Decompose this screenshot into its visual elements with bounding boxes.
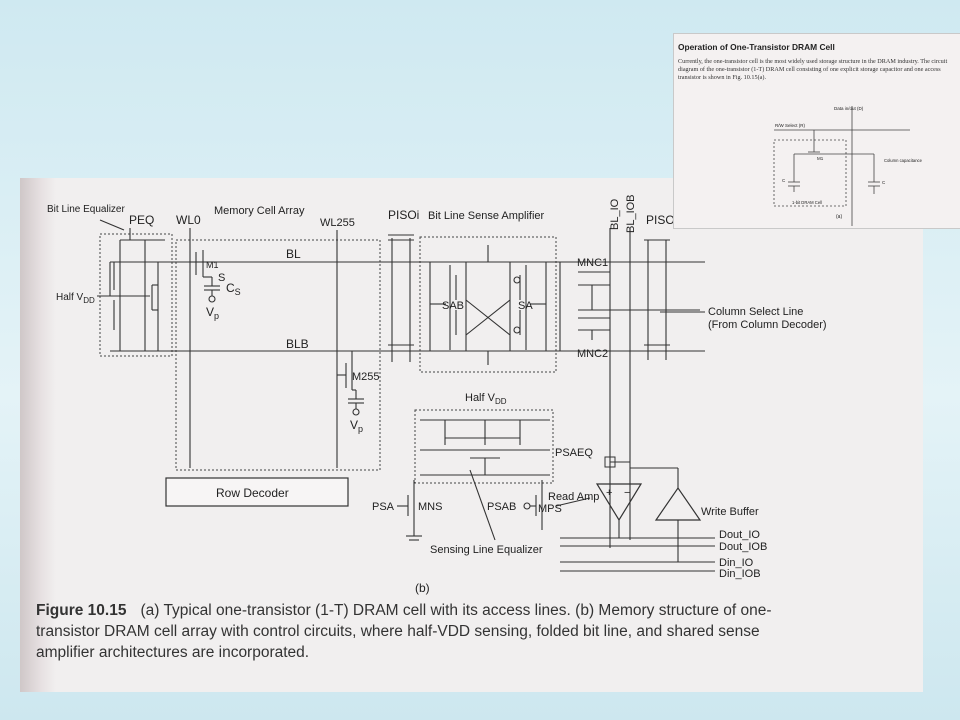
read-amp-minus: − — [624, 487, 630, 499]
mnc1-label: MNC1 — [577, 257, 608, 269]
figure-caption-text: (a) Typical one-transistor (1-T) DRAM ce… — [36, 602, 772, 661]
vp-m255-label: Vp — [350, 418, 363, 434]
pisoi-label: PISOi — [388, 208, 419, 222]
sab-label: SAB — [442, 300, 464, 312]
io-bus-lines — [560, 520, 715, 572]
inset-subfigure-a-label: (a) — [836, 214, 842, 220]
m1-label: M1 — [206, 260, 219, 270]
memory-cell-array-box — [175, 239, 381, 471]
psaeq-network — [420, 419, 550, 476]
dout-iob-label: Dout_IOB — [719, 541, 767, 553]
peq-label: PEQ — [129, 213, 154, 227]
mnc2-label: MNC2 — [577, 348, 608, 360]
figure-number: Figure 10.15 — [36, 602, 127, 619]
m255-cell — [337, 351, 364, 416]
inset-rw-select-label: R/W Select (R) — [775, 123, 806, 128]
pisoi-switch — [388, 234, 414, 362]
m255-label: M255 — [352, 371, 380, 383]
inset-title: Operation of One-Transistor DRAM Cell — [678, 42, 835, 52]
figure-caption: Figure 10.15(a) Typical one-transistor (… — [36, 600, 806, 663]
row-decoder-label: Row Decoder — [216, 486, 289, 500]
column-select-line-label: Column Select Line — [708, 306, 803, 318]
sensing-equalizer-box — [414, 409, 554, 484]
mns-label: MNS — [418, 501, 442, 513]
sense-amplifier-box — [419, 236, 557, 373]
sense-amp-core — [429, 245, 547, 365]
inset-data-line-label: Data in/out (D) — [834, 106, 864, 111]
psaeq-label: PSAEQ — [555, 447, 593, 459]
write-buffer-label: Write Buffer — [701, 506, 759, 518]
din-io-label: Din_IO — [719, 557, 754, 569]
bl-iob-label: BL_IOB — [625, 194, 637, 233]
sa-label: SA — [518, 300, 533, 312]
read-amp-symbol — [595, 483, 643, 522]
cs-label: CS — [226, 281, 241, 297]
row-decoder-box — [165, 477, 349, 507]
memory-cell-array-label: Memory Cell Array — [214, 205, 305, 217]
read-amp-label: Read Amp — [548, 491, 599, 503]
wl255-label: WL255 — [320, 217, 355, 229]
bit-line-equalizer-label: Bit Line Equalizer — [47, 204, 125, 215]
one-t-cell-diagram: Data in/out (D) R/W Select (R) M1 C Colu… — [773, 106, 923, 226]
pisoj-switch — [644, 239, 670, 360]
inset-cs-label: C — [782, 178, 786, 183]
scanned-page — [20, 178, 923, 692]
inset-cc-label: C — [882, 180, 886, 185]
wl0-label: WL0 — [176, 213, 201, 227]
half-vdd-left-label: Half VDD — [56, 292, 95, 305]
write-buffer-symbol — [654, 486, 702, 521]
bit-line-equalizer-box — [99, 233, 173, 357]
inset-column-capacitance-label: Column capacitance — [884, 158, 923, 163]
bl-label: BL — [286, 247, 301, 261]
m1-cell — [190, 250, 220, 303]
vp-label: Vp — [206, 305, 219, 321]
sensing-line-equalizer-label: Sensing Line Equalizer — [430, 544, 543, 556]
from-column-decoder-label: (From Column Decoder) — [708, 319, 827, 331]
peq-equalizer — [109, 228, 165, 351]
mns-mps — [397, 480, 543, 541]
dout-io-label: Dout_IO — [719, 529, 760, 541]
inset-m1-label: M1 — [817, 156, 824, 161]
inset-paragraph: Currently, the one-transistor cell is th… — [678, 58, 948, 81]
inset-figure-a: Operation of One-Transistor DRAM Cell Cu… — [674, 34, 960, 228]
bl-io-label: BL_IO — [609, 198, 621, 230]
psab-label: PSAB — [487, 501, 516, 513]
half-vdd-mid-label: Half VDD — [465, 392, 507, 406]
read-amp-plus: + — [606, 487, 612, 499]
page-binding-edge — [20, 178, 56, 692]
s-label: S — [218, 272, 225, 284]
din-iob-label: Din_IOB — [719, 568, 761, 580]
inset-cell-label: 1-bit DRAM Cell — [792, 200, 822, 205]
pisoj-label: PISOj — [646, 213, 677, 227]
subfigure-b-label: (b) — [415, 581, 430, 595]
mps-label: MPS — [538, 503, 562, 515]
bit-line-sense-amplifier-label: Bit Line Sense Amplifier — [428, 210, 545, 222]
blb-label: BLB — [286, 337, 309, 351]
mnc-transistors — [559, 262, 700, 351]
psa-label: PSA — [372, 501, 395, 513]
